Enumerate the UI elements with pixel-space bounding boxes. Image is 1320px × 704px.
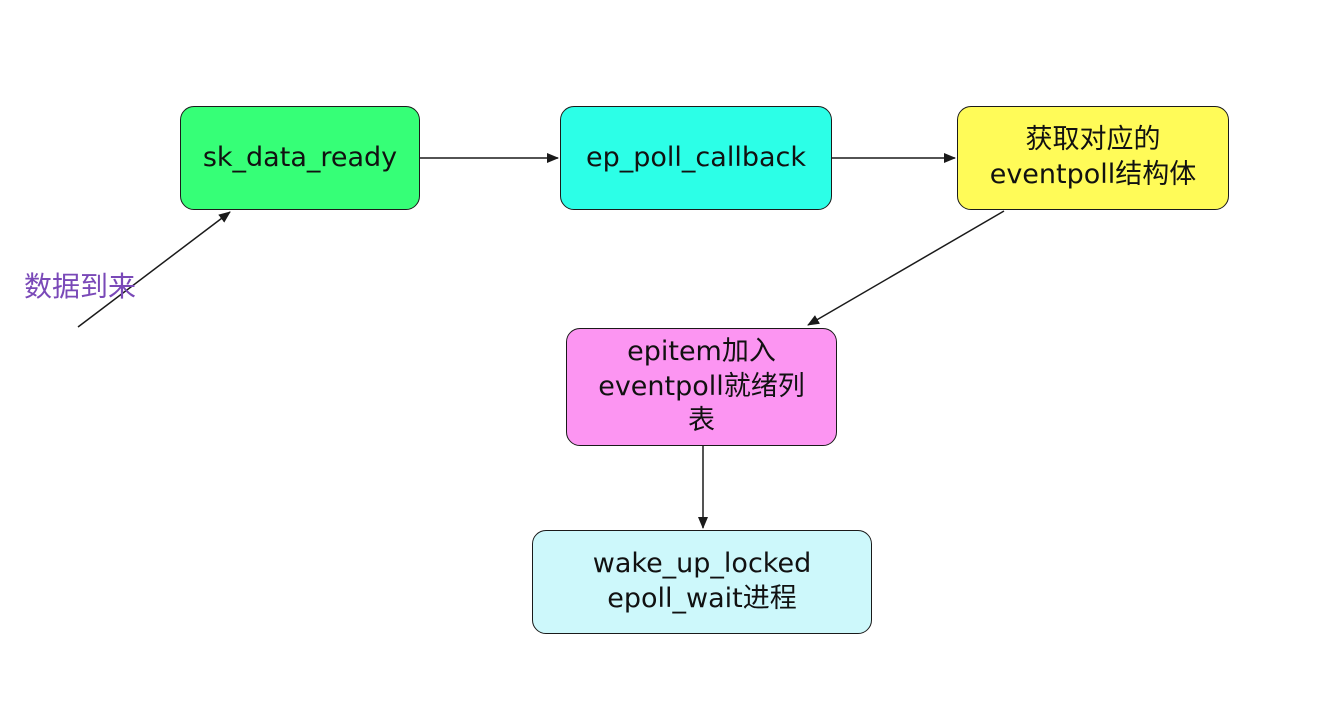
node-text-line: sk_data_ready — [202, 141, 398, 173]
node-text-line: epitem加入 — [627, 336, 776, 368]
incoming-data-label: 数据到来 — [24, 270, 137, 303]
node-text-line: 表 — [688, 405, 715, 437]
epitem-ready-list-node: epitem加入 eventpoll就绪列 表 — [566, 328, 837, 446]
node-text-line: eventpoll就绪列 — [598, 370, 805, 402]
wake-up-process-node: wake_up_locked epoll_wait进程 — [532, 530, 872, 634]
node-text-line: eventpoll结构体 — [989, 159, 1197, 190]
node-text-line: 获取对应的 — [1025, 124, 1161, 156]
edge-incoming-to-sk-data-ready — [77, 211, 231, 328]
ep-poll-callback-node: ep_poll_callback — [560, 106, 832, 210]
edge-get-eventpoll-to-epitem-ready-list — [807, 210, 1005, 326]
sk-data-ready-node: sk_data_ready — [180, 106, 420, 210]
node-text-line: wake_up_locked — [592, 548, 812, 580]
node-text-line: ep_poll_callback — [586, 141, 806, 173]
node-text-line: epoll_wait进程 — [607, 583, 797, 614]
get-eventpoll-node: 获取对应的 eventpoll结构体 — [957, 106, 1229, 210]
